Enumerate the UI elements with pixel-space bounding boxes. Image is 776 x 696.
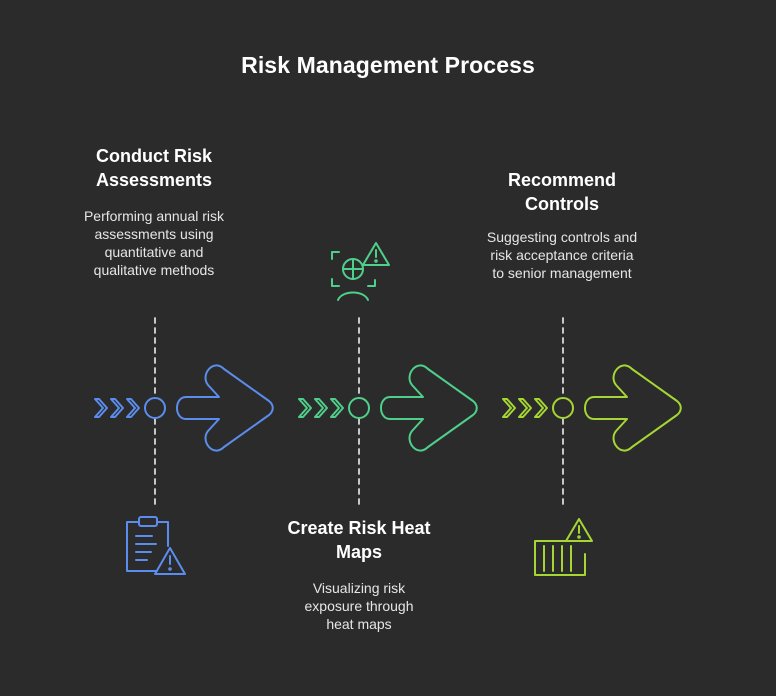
- step-1-description: Performing annual risk assessments using…: [83, 208, 225, 278]
- step-3-heading: Recommend Controls: [507, 170, 617, 214]
- step-1-chevrons: [94, 398, 140, 418]
- step-3-arrow: [584, 364, 682, 452]
- step-2-description: Visualizing risk exposure through heat m…: [304, 580, 414, 632]
- diagram-title: Risk Management Process: [241, 52, 535, 78]
- step-3-chevrons: [502, 398, 548, 418]
- step-2-node: [348, 397, 370, 419]
- step-3-description: Suggesting controls and risk acceptance …: [486, 229, 638, 281]
- step-1-arrow: [176, 364, 274, 452]
- step-1-heading: Conduct Risk Assessments: [95, 146, 213, 190]
- step-2-chevrons: [298, 398, 344, 418]
- scan-chart-warning-icon: [331, 242, 390, 301]
- barrier-warning-icon: [534, 518, 593, 576]
- step-2-arrow: [380, 364, 478, 452]
- step-3-group: [502, 317, 682, 576]
- step-3-node: [552, 397, 574, 419]
- clipboard-warning-icon: [126, 516, 186, 575]
- step-2-heading: Create Risk Heat Maps: [287, 518, 431, 562]
- step-2-group: [298, 242, 478, 507]
- step-1-node: [144, 397, 166, 419]
- step-1-group: [94, 317, 274, 575]
